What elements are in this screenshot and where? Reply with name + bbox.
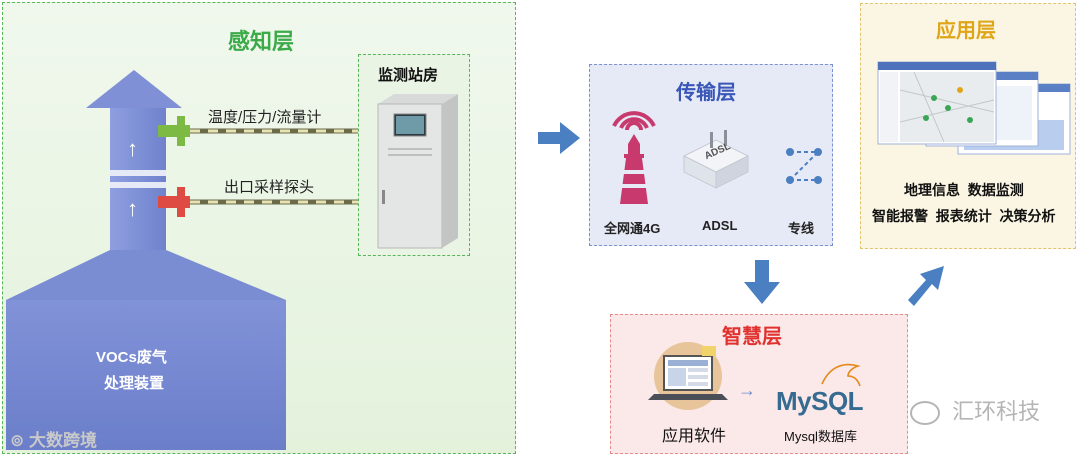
software-label: 应用软件	[662, 428, 727, 445]
arrow-to-transmission	[538, 122, 580, 154]
sensor2-label: 出口采样探头	[224, 179, 315, 196]
application-features-line2: 智能报警 报表统计 决策分析	[872, 208, 1056, 224]
dashboard-screens-icon	[877, 61, 1071, 155]
arrow-up-to-application	[908, 266, 944, 306]
watermark-left-logo-icon: ⊚	[10, 431, 25, 450]
lighthouse-icon	[612, 111, 656, 204]
perception-layer-title: 感知层	[228, 29, 295, 54]
device-roof	[6, 250, 286, 300]
mysql-dolphin-icon	[821, 363, 861, 387]
chimney-up-arrow-1: ↑	[127, 136, 138, 161]
transmission-item-adsl-label: ADSL	[702, 218, 738, 233]
dedicated-line-icon	[786, 148, 822, 184]
transmission-item-4g-label: 全网通4G	[604, 221, 661, 236]
chimney-shaft	[110, 108, 166, 250]
application-layer-title: 应用层	[936, 20, 996, 42]
station-cabinet-icon	[377, 94, 458, 249]
device-label-line2: 处理装置	[104, 375, 165, 392]
watermark-right-text: 汇环科技	[952, 399, 1041, 424]
mysql-logo-text: MySQL	[776, 386, 864, 416]
sensor1-label: 温度/压力/流量计	[208, 109, 322, 126]
sensor-lines	[158, 116, 380, 217]
watermark-left-text: 大数跨境	[28, 431, 97, 450]
watermark-right: 汇环科技	[910, 394, 1040, 426]
adsl-modem-icon	[682, 130, 750, 189]
laptop-software-icon	[648, 342, 728, 410]
database-label: Mysql数据库	[784, 429, 857, 444]
vocs-device-graphic	[6, 70, 286, 450]
sensor1-plug	[158, 125, 190, 137]
chimney-arrow-head	[86, 70, 182, 108]
wechat-icon	[910, 401, 940, 426]
device-base	[6, 300, 286, 450]
transmission-item-line-label: 专线	[788, 221, 815, 236]
monitoring-station-label: 监测站房	[378, 67, 439, 84]
transmission-layer-title: 传输层	[676, 82, 736, 104]
device-label-line1: VOCs废气	[96, 349, 167, 366]
chimney-up-arrow-2: ↑	[127, 196, 138, 221]
sensor2-plug	[158, 196, 190, 208]
software-to-db-arrow: →	[738, 380, 756, 400]
watermark-left: ⊚ 大数跨境	[10, 426, 97, 451]
application-features-line1: 地理信息 数据监测	[904, 182, 1024, 198]
intelligence-layer-title: 智慧层	[722, 326, 782, 348]
arrow-down-to-intelligence	[744, 260, 780, 304]
